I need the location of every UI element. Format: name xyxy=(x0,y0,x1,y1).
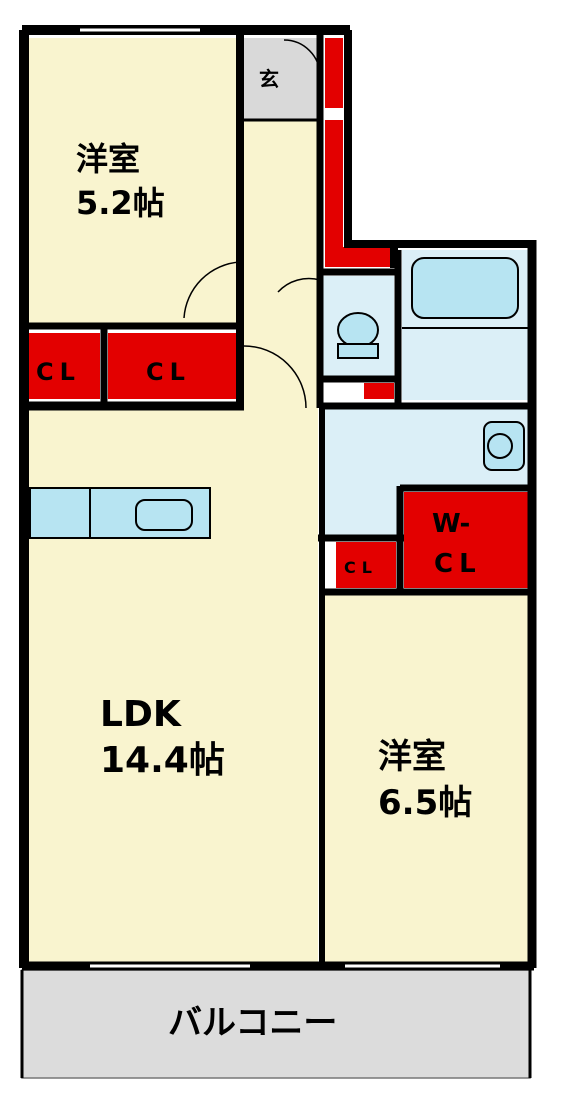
balcony-floor xyxy=(21,969,531,1079)
entrance-floor xyxy=(244,38,318,120)
bedroom1-name: 洋室 xyxy=(76,140,140,178)
bedroom1-size: 5.2帖 xyxy=(76,184,165,222)
wcl-label-top: W- xyxy=(432,509,470,539)
doors xyxy=(183,39,321,409)
closet-2 xyxy=(108,333,238,399)
bedroom2-name: 洋室 xyxy=(378,737,446,777)
hallway-floor xyxy=(244,120,318,408)
toilet-icon xyxy=(337,312,379,359)
closet-3 xyxy=(336,542,396,588)
wash-basin-icon xyxy=(483,421,525,471)
kitchen-sink-icon xyxy=(135,499,193,531)
walls xyxy=(19,25,537,1078)
walk-in-closet xyxy=(404,492,528,588)
shoe-closet-lower xyxy=(325,120,343,255)
bedroom1-floor xyxy=(28,38,238,323)
bedroom2-floor xyxy=(325,595,528,963)
closet-2-label: CL xyxy=(146,358,191,386)
closet-1-label: CL xyxy=(36,358,81,386)
windows xyxy=(80,28,500,968)
shoe-closet-bottom xyxy=(325,247,391,267)
balcony-label: バルコニー xyxy=(168,1003,337,1043)
entrance-label: 玄 xyxy=(259,67,279,91)
ldk-name: LDK xyxy=(100,694,182,735)
closet-1 xyxy=(28,333,100,399)
closet-3-label: CL xyxy=(344,558,378,577)
shoe-closet-upper xyxy=(325,38,343,108)
bedroom2-size: 6.5帖 xyxy=(378,783,472,823)
wcl-label-bottom: CL xyxy=(434,549,482,579)
small-storage xyxy=(364,383,394,399)
bathtub-icon xyxy=(411,257,519,319)
ldk-size: 14.4帖 xyxy=(100,740,225,781)
